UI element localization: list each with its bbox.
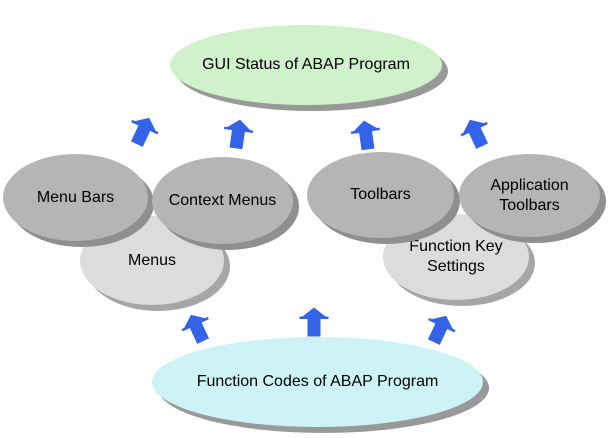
up-arrow-icon	[221, 117, 255, 151]
up-arrow-icon	[349, 118, 383, 152]
node-application-toolbars: Application Toolbars	[459, 154, 600, 237]
up-arrow-icon	[177, 308, 217, 348]
node-toolbars: Toolbars	[307, 152, 454, 238]
node-function-codes: Function Codes of ABAP Program	[152, 337, 483, 427]
node-gui-status-label: GUI Status of ABAP Program	[202, 56, 410, 73]
node-menu-bars: Menu Bars	[3, 154, 148, 241]
node-menus-label: Menus	[127, 251, 177, 269]
node-gui-status: GUI Status of ABAP Program	[170, 25, 442, 105]
node-context-menus-label: Context Menus	[168, 191, 277, 209]
up-arrow-icon	[123, 111, 163, 151]
up-arrow-icon	[299, 307, 329, 337]
node-context-menus: Context Menus	[152, 157, 293, 244]
node-function-key-settings-label: Function Key Settings	[409, 238, 503, 275]
node-application-toolbars-label: Application Toolbars	[490, 176, 569, 214]
up-arrow-icon	[456, 113, 496, 153]
node-function-codes-label: Function Codes of ABAP Program	[196, 373, 439, 390]
node-menu-bars-label: Menu Bars	[36, 188, 115, 206]
node-toolbars-label: Toolbars	[350, 186, 411, 203]
up-arrow-icon	[420, 309, 460, 349]
